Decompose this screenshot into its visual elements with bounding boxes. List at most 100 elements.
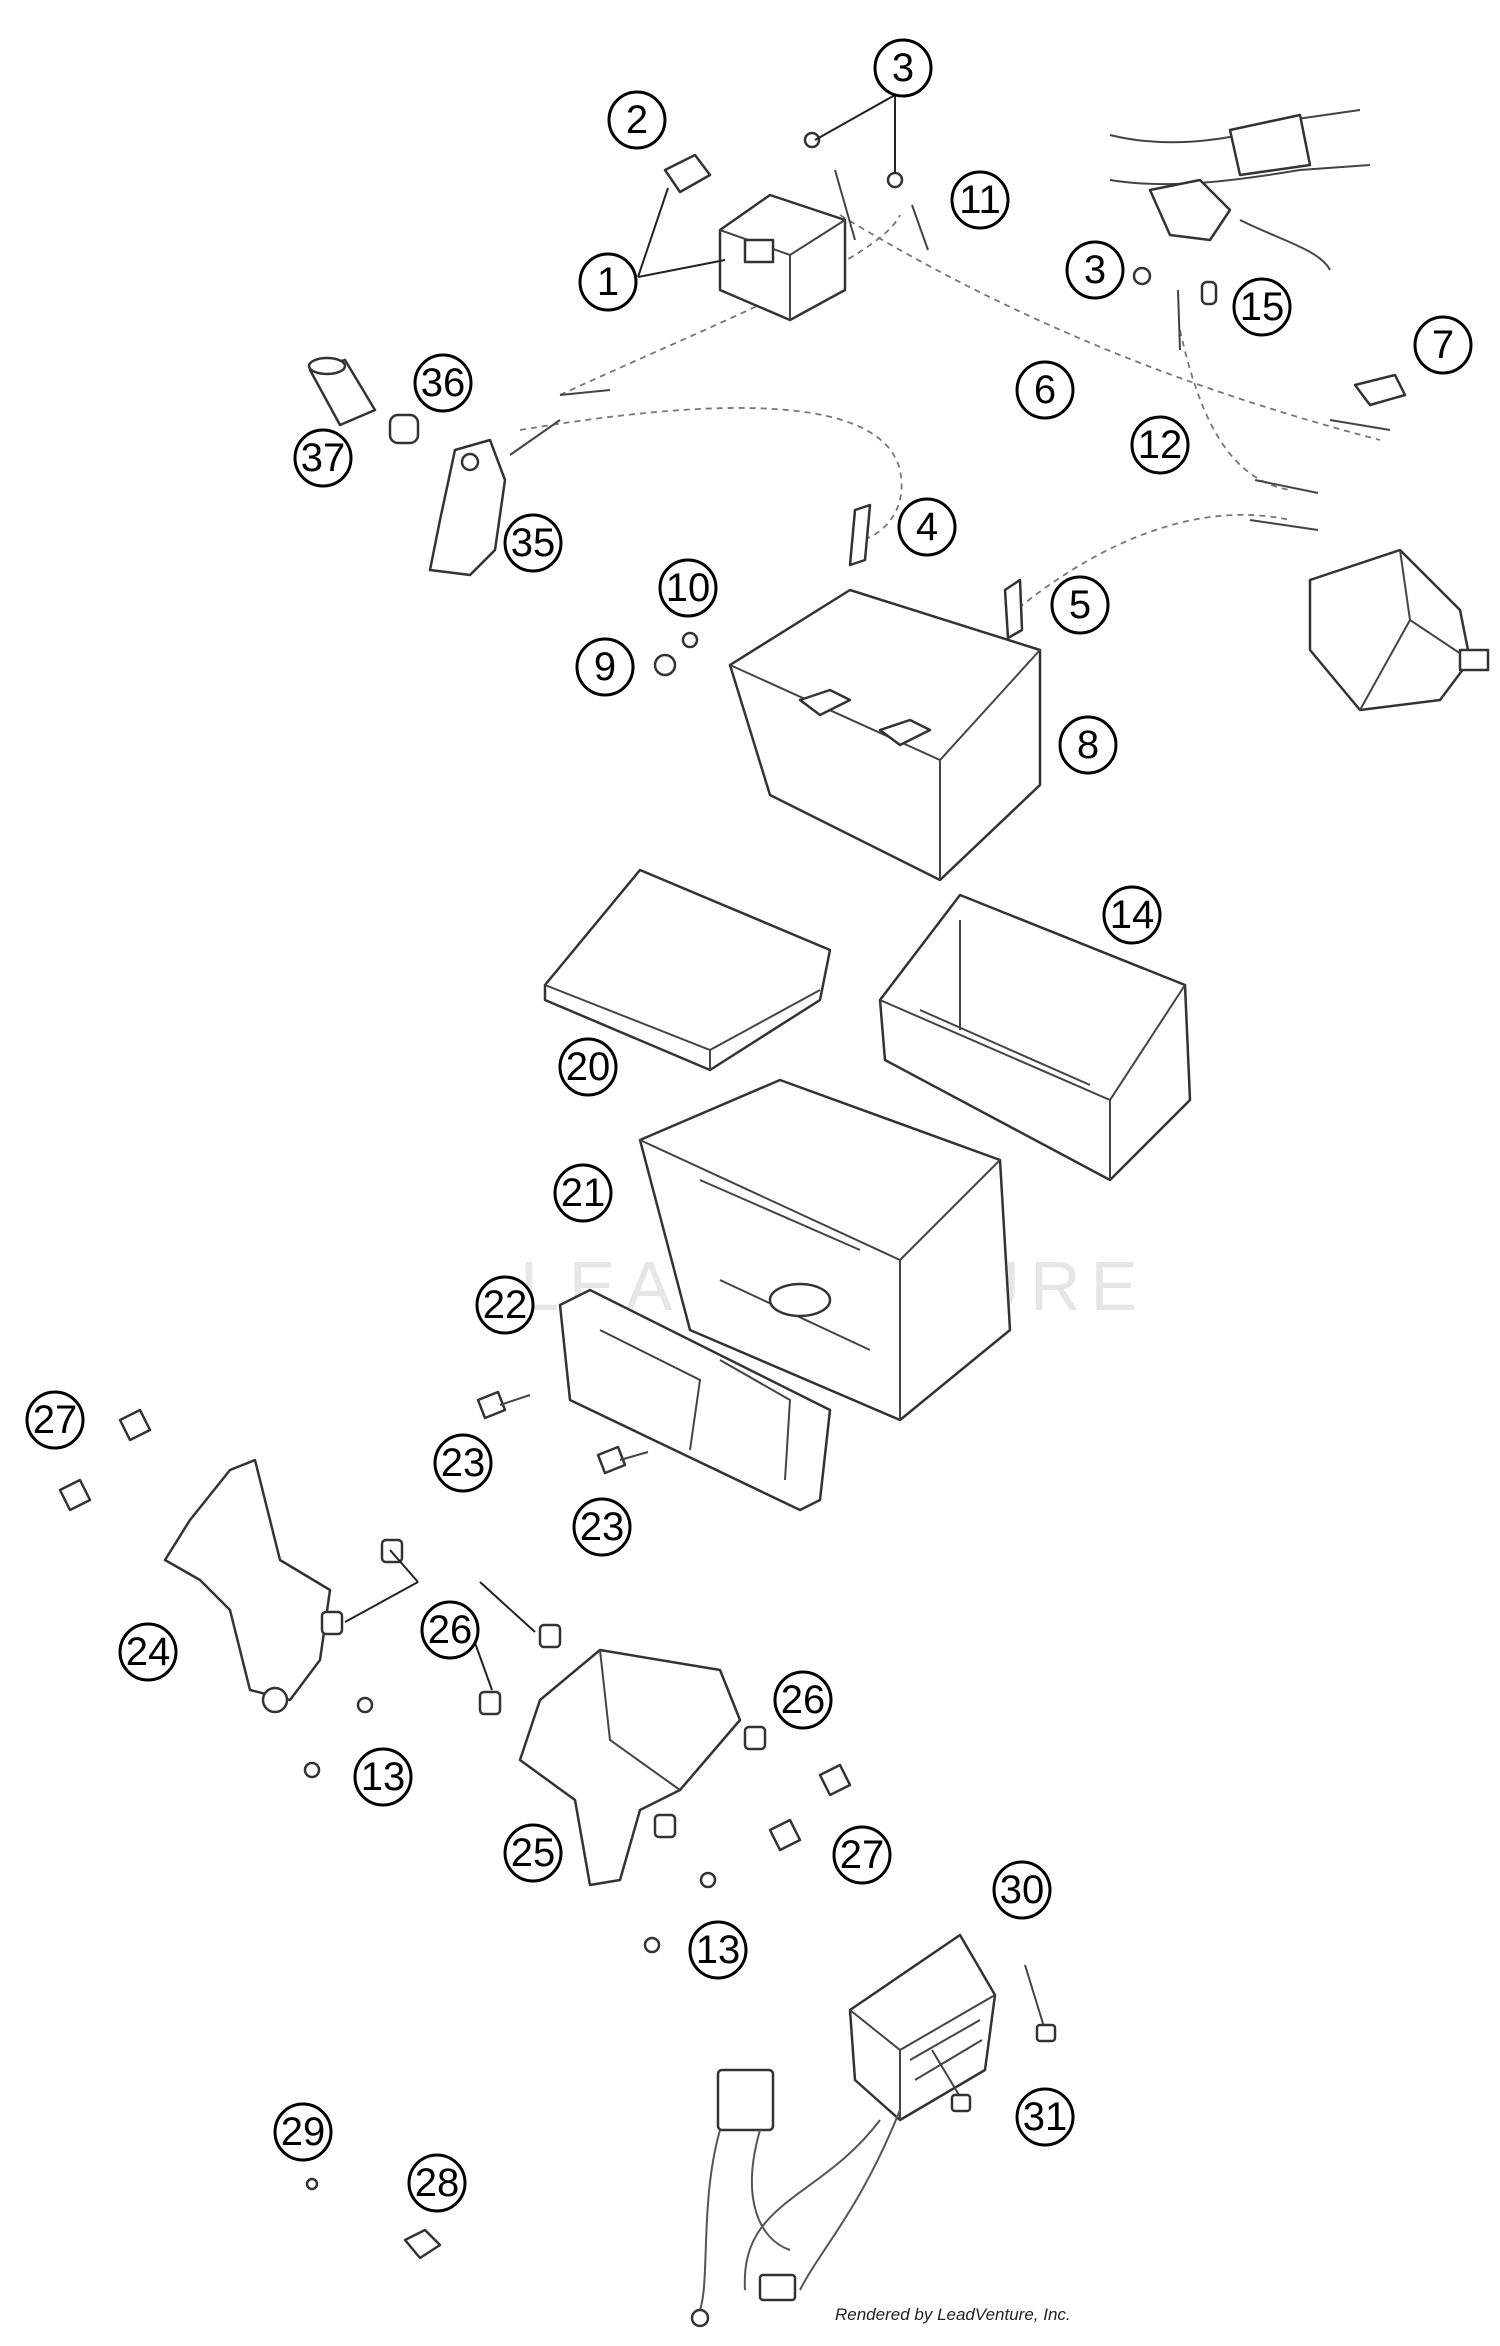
starter-motor (1308, 548, 1490, 712)
svg-text:37: 37 (301, 436, 346, 480)
callout-7: 7 (1413, 315, 1473, 375)
svg-text:21: 21 (561, 1171, 606, 1215)
svg-text:23: 23 (580, 1505, 625, 1549)
svg-text:5: 5 (1069, 583, 1091, 627)
callout-14: 14 (1102, 885, 1162, 945)
svg-text:22: 22 (483, 1283, 528, 1327)
part-36-grommet (388, 413, 420, 445)
callout-12: 12 (1130, 415, 1190, 475)
harness-left-cable (509, 389, 611, 456)
callout-26-left: 26 (420, 1600, 480, 1660)
part-37-boot (307, 356, 377, 427)
battery-cover (543, 868, 832, 1072)
svg-text:28: 28 (415, 2161, 460, 2205)
part-29 (305, 2177, 319, 2191)
callout-23-a: 23 (433, 1433, 493, 1493)
svg-text:13: 13 (361, 1755, 406, 1799)
svg-text:20: 20 (566, 1045, 611, 1089)
callout-36: 36 (413, 353, 473, 413)
svg-text:3: 3 (1084, 248, 1106, 292)
callout-13-left: 13 (353, 1747, 413, 1807)
leader-lines (344, 94, 896, 1691)
starter-relay (718, 193, 847, 322)
svg-text:4: 4 (916, 505, 938, 549)
clamp-15 (1200, 280, 1218, 306)
svg-text:9: 9 (594, 645, 616, 689)
svg-text:15: 15 (1240, 285, 1285, 329)
svg-text:12: 12 (1138, 423, 1183, 467)
nuts-13 (303, 1696, 717, 1954)
voltage-regulator (848, 1933, 997, 2122)
base-plate (558, 1288, 832, 1512)
callout-1: 1 (578, 252, 638, 312)
bracket-25 (518, 1648, 742, 1887)
handlebar-assembly (1109, 109, 1371, 271)
callout-6: 6 (1015, 360, 1075, 420)
svg-text:10: 10 (666, 566, 711, 610)
callout-4: 4 (897, 497, 957, 557)
callout-25: 25 (503, 1823, 563, 1883)
svg-text:23: 23 (441, 1441, 486, 1485)
callout-9: 9 (575, 637, 635, 697)
callout-24: 24 (118, 1622, 178, 1682)
svg-text:35: 35 (511, 521, 556, 565)
callout-23-b: 23 (572, 1497, 632, 1557)
callout-10: 10 (658, 558, 718, 618)
callout-27-left: 27 (25, 1390, 85, 1450)
clips-26 (320, 1538, 767, 1839)
cable-4 (848, 503, 872, 567)
svg-text:24: 24 (126, 1630, 171, 1674)
svg-text:6: 6 (1034, 368, 1056, 412)
credit-line: Rendered by LeadVenture, Inc. (835, 2305, 1071, 2324)
svg-text:7: 7 (1432, 323, 1454, 367)
svg-text:29: 29 (281, 2110, 326, 2154)
relay-cap (663, 153, 712, 194)
cable-11 (834, 169, 929, 251)
callout-13-right: 13 (688, 1920, 748, 1980)
callout-27-right: 27 (832, 1825, 892, 1885)
svg-text:8: 8 (1077, 723, 1099, 767)
svg-text:26: 26 (428, 1608, 473, 1652)
battery-tray (878, 893, 1192, 1182)
svg-text:25: 25 (511, 1831, 556, 1875)
callout-20: 20 (558, 1037, 618, 1097)
bolt-9 (653, 653, 677, 677)
part-28 (403, 2228, 442, 2260)
nut-10 (681, 631, 699, 649)
rivets-27 (58, 1408, 852, 1852)
svg-text:1: 1 (597, 260, 619, 304)
bracket-24 (163, 1458, 332, 1714)
callout-3-top: 3 (873, 38, 933, 98)
battery (728, 588, 1042, 882)
callout-8: 8 (1058, 715, 1118, 775)
svg-text:13: 13 (696, 1928, 741, 1972)
screw-23-a (476, 1390, 531, 1420)
callout-29: 29 (273, 2102, 333, 2162)
regulator-connector (690, 2068, 901, 2328)
callout-30: 30 (992, 1860, 1052, 1920)
svg-text:30: 30 (1000, 1868, 1045, 1912)
callout-28: 28 (407, 2153, 467, 2213)
svg-text:3: 3 (892, 46, 914, 90)
screw-23-b (596, 1445, 649, 1475)
part-35-bracket (428, 438, 507, 577)
svg-text:27: 27 (33, 1398, 78, 1442)
svg-text:36: 36 (421, 361, 466, 405)
svg-text:11: 11 (959, 178, 1001, 222)
callout-26-right: 26 (773, 1670, 833, 1730)
callout-15: 15 (1232, 277, 1292, 337)
bolts-31 (931, 1964, 1057, 2113)
part-7 (1353, 373, 1407, 407)
callout-21: 21 (553, 1163, 613, 1223)
callout-35: 35 (503, 513, 563, 573)
callout-3-right: 3 (1065, 240, 1125, 300)
cable-12 (1177, 289, 1319, 531)
svg-text:27: 27 (840, 1833, 885, 1877)
svg-text:26: 26 (781, 1678, 826, 1722)
cable-6 (1329, 419, 1391, 431)
cable-5 (1003, 578, 1024, 640)
svg-text:31: 31 (1023, 2095, 1068, 2139)
svg-text:2: 2 (626, 98, 648, 142)
svg-text:14: 14 (1110, 893, 1155, 937)
